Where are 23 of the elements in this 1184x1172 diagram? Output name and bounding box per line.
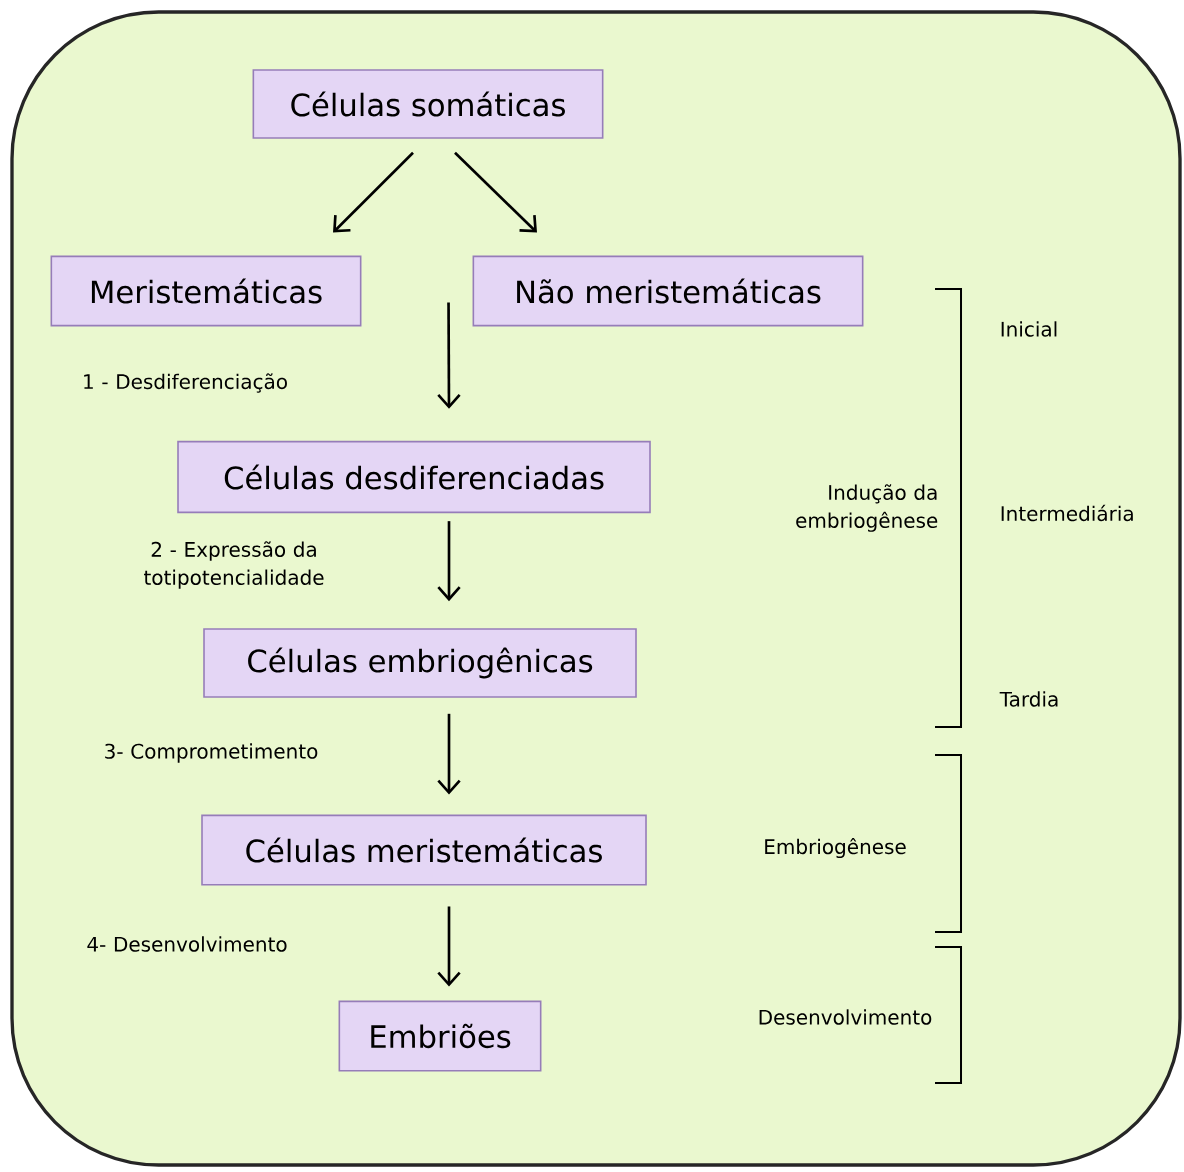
- process-box: Meristemáticas: [50, 255, 362, 327]
- arrow: [437, 521, 461, 602]
- stage-label: Inicial: [1001, 321, 1057, 337]
- arrow: [333, 151, 414, 233]
- process-box: Embriões: [338, 1000, 542, 1072]
- stage-label: Embriogênese: [765, 837, 906, 859]
- stage-label: Indução da embriogênese: [796, 484, 938, 532]
- stage-label: 1 - Desdiferenciação: [84, 373, 287, 393]
- process-box: Células desdiferenciadas: [177, 440, 651, 514]
- stage-label: Desenvolvimento: [759, 1009, 932, 1025]
- arrow: [437, 302, 461, 409]
- stage-label: Tardia: [999, 691, 1058, 707]
- arrow: [437, 906, 461, 987]
- process-box: Células meristemáticas: [201, 814, 647, 886]
- arrow: [454, 151, 537, 233]
- stage-label: Intermediária: [1001, 504, 1133, 522]
- stage-label: 4- Desenvolvimento: [87, 936, 287, 952]
- stage-label: 3- Comprometimento: [105, 743, 318, 763]
- process-box: Células embriogênicas: [203, 628, 637, 698]
- process-box: Células somáticas: [252, 69, 604, 139]
- stage-label: 2 - Expressão da totipotencialidade: [144, 541, 324, 589]
- arrow: [437, 713, 461, 795]
- process-box: Não meristemáticas: [472, 255, 864, 327]
